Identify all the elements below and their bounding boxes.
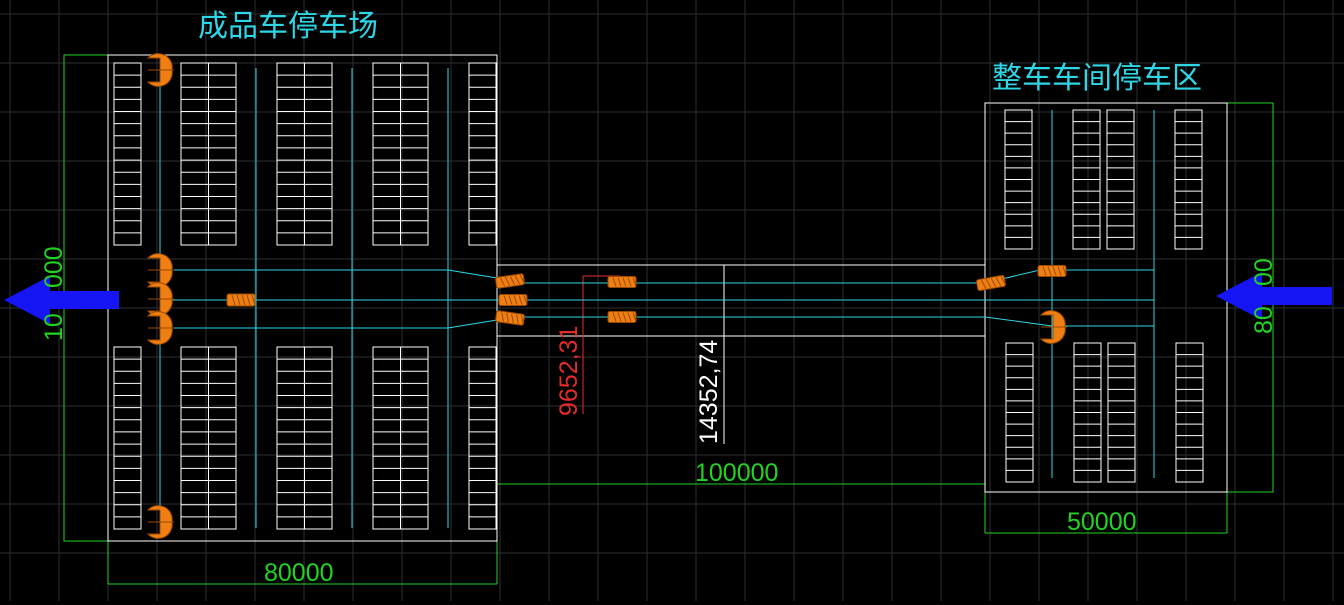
lane-taper xyxy=(447,319,498,329)
vehicle xyxy=(607,276,637,288)
vehicle xyxy=(498,294,528,306)
parking-lots xyxy=(107,54,1228,542)
vehicle xyxy=(495,310,525,326)
vehicle-symbols xyxy=(146,53,1067,539)
turning-vehicle xyxy=(146,53,174,87)
stall-block xyxy=(113,346,142,530)
vehicle xyxy=(226,293,256,307)
arrow-icon xyxy=(1216,272,1332,320)
vehicle xyxy=(495,273,525,289)
right-height-label-a: 80 xyxy=(1250,306,1278,334)
right-width-label: 50000 xyxy=(1067,508,1137,536)
turning-vehicle xyxy=(146,311,174,345)
flow-arrows xyxy=(4,272,1332,324)
white-measure-label: 14352,74 xyxy=(695,339,723,444)
dimension-lines xyxy=(63,54,1274,585)
stall-block xyxy=(468,346,497,530)
turning-vehicle xyxy=(146,505,174,539)
left-height-label-a: 10 xyxy=(40,313,68,341)
finished-lot-title: 成品车停车场 xyxy=(198,9,378,44)
stall-block xyxy=(468,62,497,246)
arrow-icon xyxy=(4,276,119,324)
right-height-label-b: 00 xyxy=(1250,258,1278,286)
lane-taper xyxy=(984,316,1053,327)
left-width-label: 80000 xyxy=(264,559,334,587)
workshop-zone-title: 整车车间停车区 xyxy=(992,61,1202,96)
vehicle xyxy=(607,311,637,323)
turning-vehicle xyxy=(146,282,174,316)
red-measure-label: 9652,31 xyxy=(555,325,583,416)
vehicle xyxy=(1037,265,1067,277)
connector-length-label: 100000 xyxy=(695,459,779,487)
left-height-label-b: 000 xyxy=(40,246,68,288)
stall-block xyxy=(113,62,142,246)
vehicle xyxy=(976,274,1007,292)
lane-taper xyxy=(447,269,498,279)
turning-vehicle xyxy=(1039,310,1067,344)
